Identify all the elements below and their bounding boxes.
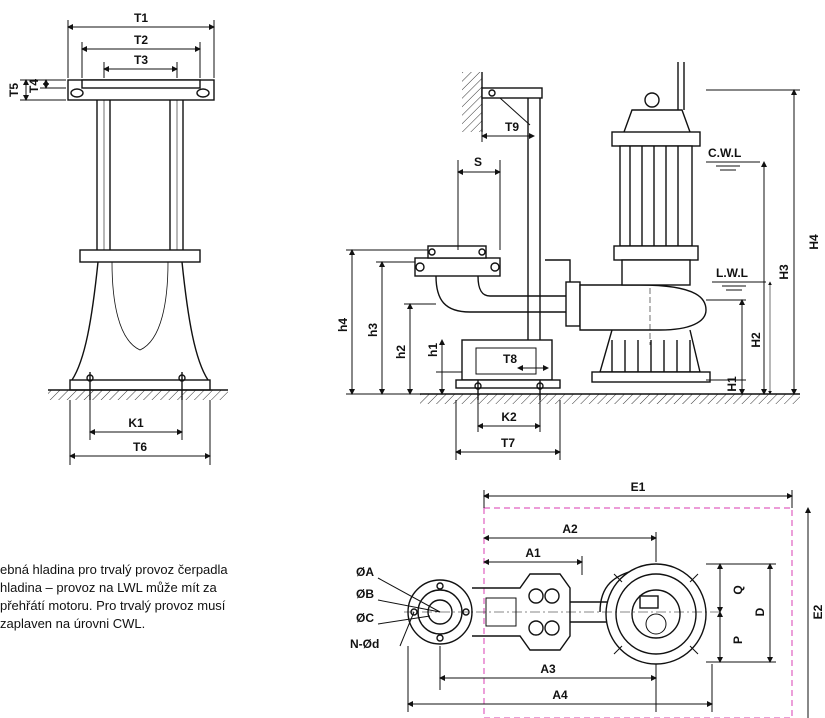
plan-view-dimensions <box>377 490 811 718</box>
dim-H4: H4 <box>807 234 821 250</box>
dim-T3: T3 <box>134 53 148 67</box>
dim-h4: h4 <box>336 318 350 332</box>
side-view-dimensions <box>346 89 800 460</box>
dim-A4: A4 <box>552 688 568 702</box>
floor-hatch-right <box>420 394 800 404</box>
dim-A3: A3 <box>540 662 556 676</box>
dim-diameter-A: ØA <box>356 565 374 579</box>
dim-T7: T7 <box>501 436 515 450</box>
dim-E1: E1 <box>631 480 646 494</box>
dim-K2: K2 <box>501 410 517 424</box>
dim-K1: K1 <box>128 416 144 430</box>
note-line-1: ebná hladina pro trvalý provoz čerpadla <box>0 562 228 577</box>
plan-view <box>404 507 793 718</box>
dim-diameter-B: ØB <box>356 587 374 601</box>
dim-T5: T5 <box>7 83 21 97</box>
dim-T6: T6 <box>133 440 147 454</box>
wall-hatch <box>462 72 482 132</box>
dim-H3: H3 <box>777 264 791 280</box>
note-line-3: přehřátí motoru. Pro trvalý provoz musí <box>0 598 226 613</box>
dim-diameter-C: ØC <box>356 611 374 625</box>
dim-E2: E2 <box>811 604 825 619</box>
level-cwl: C.W.L <box>708 146 741 160</box>
side-view <box>414 62 711 400</box>
front-view-dimensions <box>20 20 215 465</box>
level-note: ebná hladina pro trvalý provoz čerpadla … <box>0 561 330 633</box>
dim-h2: h2 <box>394 345 408 359</box>
dim-T1: T1 <box>134 11 148 25</box>
front-view <box>67 79 215 400</box>
dim-T8: T8 <box>503 352 517 366</box>
dim-D: D <box>753 607 767 616</box>
dim-A1: A1 <box>525 546 541 560</box>
dim-T2: T2 <box>134 33 148 47</box>
dim-H2: H2 <box>749 332 763 348</box>
dim-T9: T9 <box>505 120 519 134</box>
dim-S: S <box>474 155 482 169</box>
dim-P: P <box>731 636 745 644</box>
level-lwl: L.W.L <box>716 266 748 280</box>
dim-T4: T4 <box>27 79 41 93</box>
dim-bolt-holes: N-Ød <box>350 637 379 651</box>
note-line-2: hladina – provoz na LWL může mít za <box>0 580 217 595</box>
dim-h1: h1 <box>426 343 440 357</box>
dim-h3: h3 <box>366 323 380 337</box>
dim-Q: Q <box>731 585 745 594</box>
water-levels <box>706 161 766 291</box>
dim-H1: H1 <box>725 376 739 392</box>
dim-A2: A2 <box>562 522 578 536</box>
floor-hatch-left <box>48 390 228 400</box>
note-line-4: zaplaven na úrovni CWL. <box>0 616 146 631</box>
